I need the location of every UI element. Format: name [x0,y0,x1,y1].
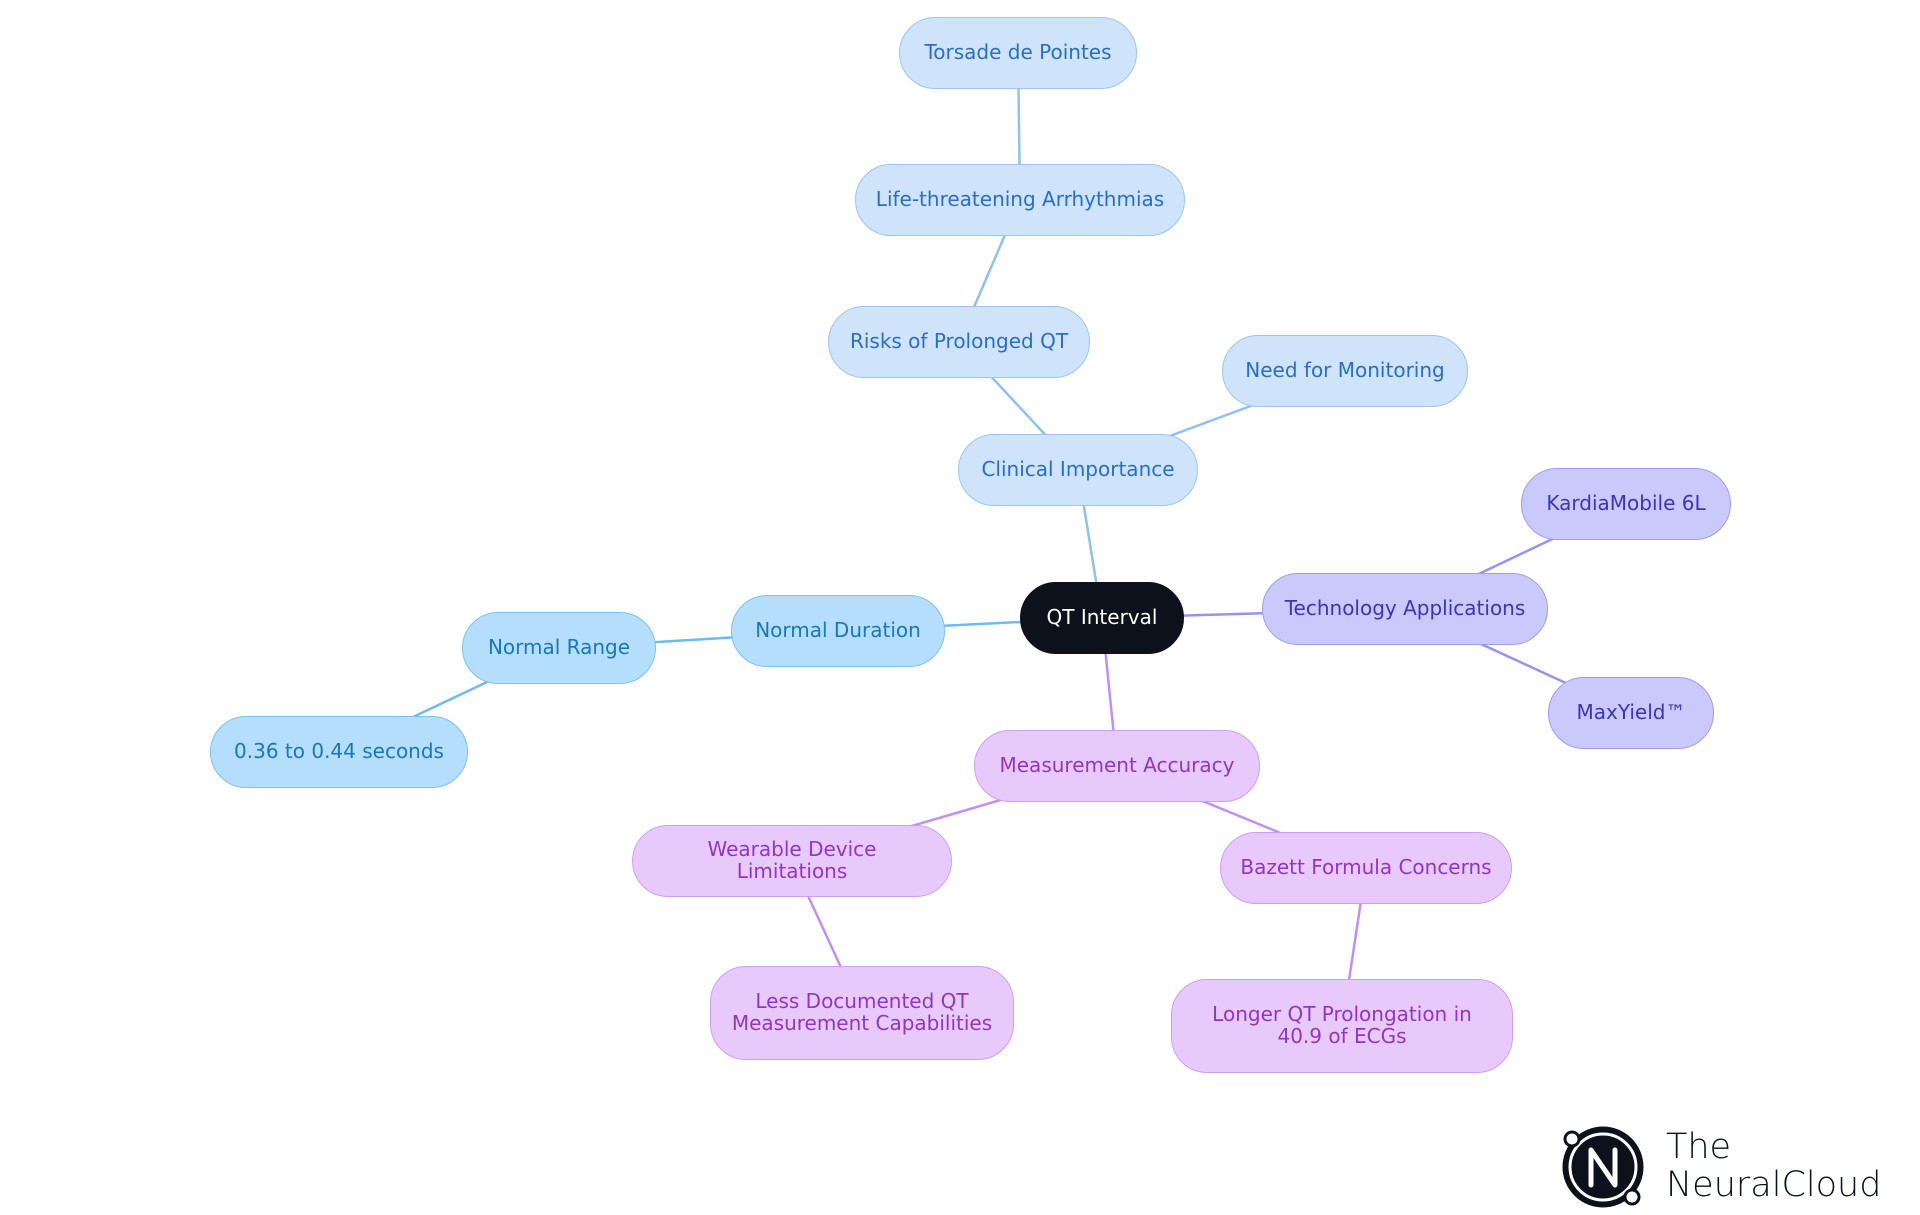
node-label: Technology Applications [1284,596,1526,621]
node-torsade-de-pointes[interactable]: Torsade de Pointes [899,17,1137,89]
node-clinical-importance[interactable]: Clinical Importance [958,434,1198,506]
node-label: Normal Duration [755,618,921,643]
node-label: Risks of Prolonged QT [849,329,1069,354]
node-label: Need for Monitoring [1245,358,1445,383]
node-label: Bazett Formula Concerns [1240,855,1492,880]
node-label: QT Interval [1046,605,1158,630]
node-risks-prolonged-qt[interactable]: Risks of Prolonged QT [828,306,1090,378]
node-label: Less Documented QT Measurement Capabilit… [731,989,993,1035]
node-label: Torsade de Pointes [924,40,1112,65]
logo-line-2: NeuralCloud [1666,1165,1882,1205]
logo-line-1: The [1666,1127,1732,1167]
node-label: MaxYield™ [1576,700,1686,725]
node-need-for-monitoring[interactable]: Need for Monitoring [1222,335,1468,407]
node-life-threatening-arrhythmias[interactable]: Life-threatening Arrhythmias [855,164,1185,236]
node-label: Life-threatening Arrhythmias [875,187,1165,212]
node-bazett-formula-concerns[interactable]: Bazett Formula Concerns [1220,832,1512,904]
node-measurement-accuracy[interactable]: Measurement Accuracy [974,730,1260,802]
node-normal-duration[interactable]: Normal Duration [731,595,945,667]
node-kardiamobile-6l[interactable]: KardiaMobile 6L [1521,468,1731,540]
node-label: Longer QT Prolongation in 40.9 of ECGs [1212,1002,1472,1048]
node-less-documented-qt[interactable]: Less Documented QT Measurement Capabilit… [710,966,1014,1060]
node-label: Clinical Importance [981,457,1175,482]
node-longer-qt-prolongation[interactable]: Longer QT Prolongation in 40.9 of ECGs [1171,979,1513,1073]
node-qt-interval[interactable]: QT Interval [1020,582,1184,654]
node-label: 0.36 to 0.44 seconds [234,739,444,764]
node-label: Measurement Accuracy [999,753,1235,778]
node-label: KardiaMobile 6L [1546,491,1706,516]
node-wearable-device-limitations[interactable]: Wearable Device Limitations [632,825,952,897]
node-label: Normal Range [487,635,631,660]
node-maxyield[interactable]: MaxYield™ [1548,677,1714,749]
neuralcloud-logo: The NeuralCloud [1556,1120,1896,1215]
neuralcloud-logo-icon [1562,1126,1644,1208]
logo-text: The NeuralCloud [1666,1128,1881,1204]
node-normal-range[interactable]: Normal Range [462,612,656,684]
node-range-value[interactable]: 0.36 to 0.44 seconds [210,716,468,788]
node-label: Wearable Device Limitations [707,837,877,883]
node-technology-applications[interactable]: Technology Applications [1262,573,1548,645]
